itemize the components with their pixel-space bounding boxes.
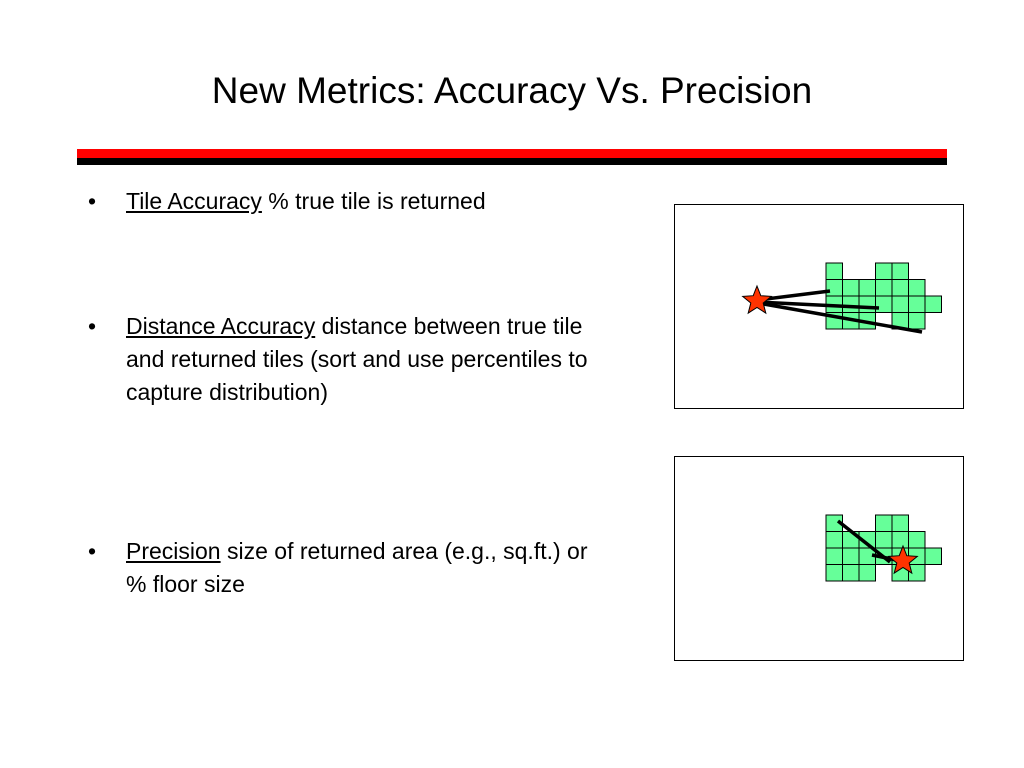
grid-tile <box>908 279 926 297</box>
grid-tile <box>924 295 942 313</box>
figure-precision <box>674 456 964 661</box>
grid-tile <box>908 564 926 582</box>
grid-tile <box>858 279 876 297</box>
grid-tile <box>875 262 893 280</box>
grid-tile <box>825 564 843 582</box>
grid-tile <box>908 295 926 313</box>
bullet-description: size of returned area (e.g., sq.ft.) or … <box>126 538 588 597</box>
bullet-term: Distance Accuracy <box>126 313 316 339</box>
distance-line <box>757 300 880 310</box>
grid-tile <box>825 262 843 280</box>
distance-line <box>757 289 831 302</box>
figure-distance-accuracy-canvas <box>741 262 942 334</box>
bullet-term: Tile Accuracy <box>126 188 262 214</box>
figure-precision-canvas <box>825 514 942 582</box>
grid-tile <box>842 295 860 313</box>
grid-tile <box>875 514 893 532</box>
title-rule-black <box>77 158 947 165</box>
star-icon <box>887 544 919 575</box>
grid-tile <box>924 547 942 565</box>
grid-tile <box>891 531 909 549</box>
bullet-description: % true tile is returned <box>261 188 486 214</box>
grid-tile <box>891 514 909 532</box>
figure-distance-accuracy <box>674 204 964 409</box>
grid-tile <box>875 279 893 297</box>
bullet-description: distance between true tile and returned … <box>126 313 588 405</box>
grid-tile <box>858 564 876 582</box>
grid-tile <box>842 564 860 582</box>
grid-tile <box>825 531 843 549</box>
distance-line <box>757 301 923 334</box>
star-icon <box>741 284 773 315</box>
grid-tile <box>875 531 893 549</box>
bullet-text: Tile Accuracy % true tile is returned <box>126 185 606 218</box>
grid-tile <box>842 547 860 565</box>
grid-tile <box>908 531 926 549</box>
grid-tile <box>908 312 926 330</box>
grid-tile <box>875 295 893 313</box>
bullet-marker: • <box>88 313 97 339</box>
grid-tile <box>891 279 909 297</box>
slide-title: New Metrics: Accuracy Vs. Precision <box>211 70 813 111</box>
grid-tile <box>825 547 843 565</box>
grid-tile <box>842 279 860 297</box>
grid-tile <box>825 279 843 297</box>
grid-tile <box>891 295 909 313</box>
bullet-marker: • <box>88 188 97 214</box>
bullet-text: Precision size of returned area (e.g., s… <box>126 535 606 601</box>
bullet-text: Distance Accuracy distance between true … <box>126 310 606 409</box>
bullet-term: Precision <box>126 538 221 564</box>
title-rule-red <box>77 149 947 158</box>
grid-tile <box>858 295 876 313</box>
bullet-marker: • <box>88 538 97 564</box>
grid-tile <box>891 262 909 280</box>
